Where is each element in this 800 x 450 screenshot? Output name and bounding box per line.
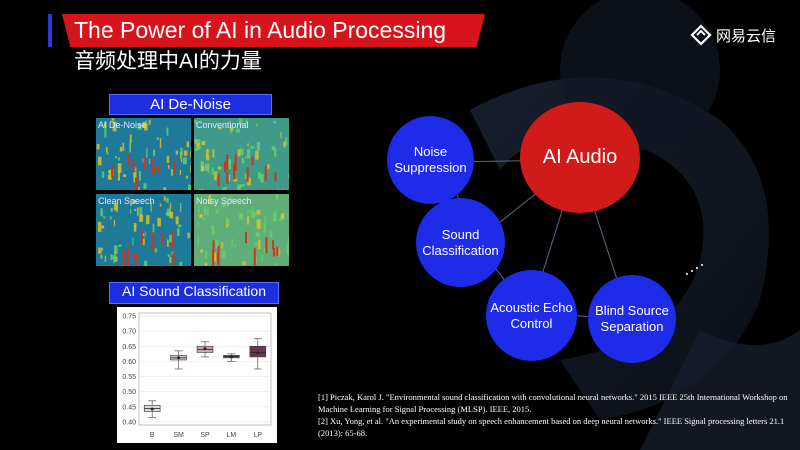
- noise-suppression-node: Noise Suppression: [387, 116, 474, 204]
- y-tick-label: 0.55: [122, 374, 136, 381]
- title-accent: [48, 14, 52, 47]
- reference-item: [1] Piczak, Karol J. "Environmental soun…: [318, 392, 788, 414]
- boxplot-svg: 0.75 0.70 0.65 0.60 0.55 0.50 0.45 0.40B SM SP LM L…: [122, 312, 272, 439]
- spectrogram-label: Conventional: [196, 120, 249, 130]
- x-tick-label: SP: [200, 432, 210, 439]
- ai-audio-node: AI Audio: [520, 102, 640, 213]
- x-tick-label: SM: [173, 432, 184, 439]
- spectrogram-label: Clean Speech: [98, 196, 155, 206]
- spectrogram-clean-speech: Clean Speech: [96, 194, 191, 266]
- denoise-label: AI De-Noise: [109, 94, 272, 115]
- y-tick-label: 0.45: [122, 404, 136, 411]
- title-bar: The Power of AI in Audio Processing: [48, 14, 485, 47]
- sound-classification-node: Sound Classification: [416, 198, 505, 287]
- box-mean: [177, 356, 181, 360]
- y-tick-label: 0.50: [122, 389, 136, 396]
- acoustic-echo-control-node: Acoustic Echo Control: [486, 270, 577, 361]
- y-tick-label: 0.40: [122, 419, 136, 426]
- box-mean: [229, 355, 233, 359]
- y-tick-label: 0.75: [122, 314, 136, 321]
- spectrogram-label: AI De-Noise: [98, 120, 147, 130]
- title-background: [62, 14, 485, 47]
- y-tick-label: 0.65: [122, 344, 136, 351]
- plot-frame: [138, 312, 272, 426]
- page-title: The Power of AI in Audio Processing: [74, 17, 447, 43]
- classification-label: AI Sound Classification: [109, 282, 279, 304]
- box-mean: [256, 351, 260, 355]
- page-subtitle: 音频处理中AI的力量: [74, 50, 262, 73]
- classification-label-text: AI Sound Classification: [122, 283, 266, 299]
- reference-item: [2] Xu, Yong, et al. "An experimental st…: [318, 416, 785, 438]
- spectrogram-ai-denoise: AI De-Noise: [96, 118, 191, 190]
- ellipsis-decoration: [686, 264, 703, 275]
- x-tick-label: LP: [254, 432, 263, 439]
- x-tick-label: LM: [227, 432, 237, 439]
- spectrogram-label: Noisy Speech: [196, 196, 252, 206]
- blind-source-separation-node: Blind Source Separation: [588, 275, 676, 363]
- brand-logo: 网易云信: [690, 24, 776, 46]
- logo-text: 网易云信: [716, 27, 777, 45]
- x-tick-label: B: [150, 432, 155, 439]
- box-mean: [150, 407, 154, 411]
- references: [1] Piczak, Karol J. "Environmental soun…: [318, 391, 796, 439]
- box-mean: [203, 347, 207, 351]
- y-tick-label: 0.60: [122, 359, 136, 366]
- spectrogram-conventional: Conventional: [194, 118, 289, 190]
- spectrogram-noisy-speech: Noisy Speech: [194, 194, 289, 266]
- spectrogram-grid: AI De-Noise Conventional Clean Speech No…: [96, 118, 289, 266]
- y-tick-label: 0.70: [122, 329, 136, 336]
- netease-yunxin-logo-icon: [690, 24, 712, 46]
